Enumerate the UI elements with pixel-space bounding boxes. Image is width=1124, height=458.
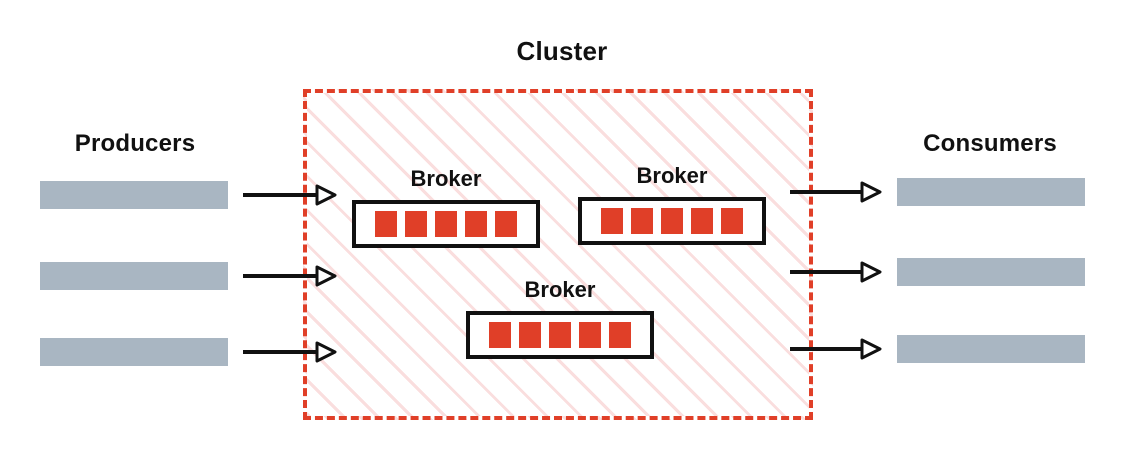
- arrow-cluster-to-consumer-2: [790, 259, 882, 285]
- arrow-producer-1-to-cluster: [243, 182, 337, 208]
- partition: [691, 208, 713, 234]
- consumer-bar-2: [897, 258, 1085, 286]
- partition: [435, 211, 457, 237]
- broker-3: Broker: [466, 277, 654, 359]
- partition: [721, 208, 743, 234]
- partition: [405, 211, 427, 237]
- arrow-cluster-to-consumer-3: [790, 336, 882, 362]
- consumer-bar-3: [897, 335, 1085, 363]
- broker-1: Broker: [352, 166, 540, 248]
- partition: [609, 322, 631, 348]
- broker-1-box: [352, 200, 540, 248]
- arrow-producer-3-to-cluster: [243, 339, 337, 365]
- consumer-bar-1: [897, 178, 1085, 206]
- arrow-icon: [790, 261, 882, 283]
- partition: [495, 211, 517, 237]
- arrow-producer-2-to-cluster: [243, 263, 337, 289]
- partition: [579, 322, 601, 348]
- broker-2-box: [578, 197, 766, 245]
- producer-bar-3: [40, 338, 228, 366]
- partition: [375, 211, 397, 237]
- partition: [549, 322, 571, 348]
- broker-3-box: [466, 311, 654, 359]
- broker-2: Broker: [578, 163, 766, 245]
- partition: [661, 208, 683, 234]
- partition: [489, 322, 511, 348]
- partition: [519, 322, 541, 348]
- arrow-icon: [790, 338, 882, 360]
- cluster-boundary: [303, 89, 813, 420]
- cluster-title: Cluster: [516, 36, 608, 66]
- arrow-icon: [243, 184, 337, 206]
- arrow-icon: [243, 341, 337, 363]
- partition: [631, 208, 653, 234]
- arrow-cluster-to-consumer-1: [790, 179, 882, 205]
- consumers-title: Consumers: [923, 130, 1057, 157]
- broker-2-label: Broker: [636, 163, 708, 188]
- partition: [601, 208, 623, 234]
- broker-3-label: Broker: [524, 277, 596, 302]
- arrow-icon: [790, 181, 882, 203]
- broker-1-label: Broker: [410, 166, 482, 191]
- arrow-icon: [243, 265, 337, 287]
- producer-bar-2: [40, 262, 228, 290]
- producers-title: Producers: [74, 130, 196, 157]
- partition: [465, 211, 487, 237]
- producer-bar-1: [40, 181, 228, 209]
